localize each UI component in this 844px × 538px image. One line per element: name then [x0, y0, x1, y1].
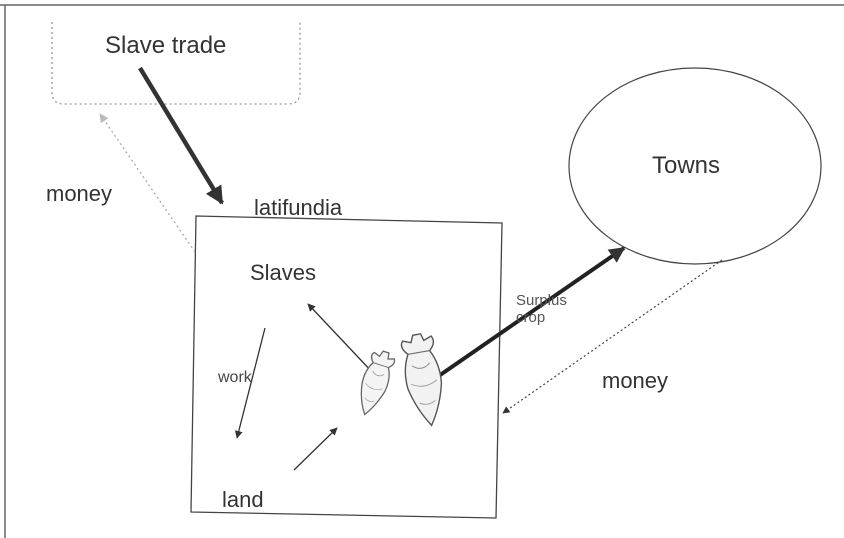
slaves-label: Slaves	[250, 260, 317, 285]
slave-trade-label: Slave trade	[105, 32, 227, 59]
arrow-crop-to-slaves	[307, 303, 375, 375]
latifundia-label: latifundia	[254, 195, 343, 220]
arrow-work	[234, 327, 266, 439]
slave-trade-box	[51, 22, 301, 105]
money-right-label: money	[602, 368, 669, 393]
amphora-icon	[360, 350, 396, 416]
land-label: land	[222, 487, 264, 512]
arrow-slave-trade-to-latifundia	[138, 66, 224, 205]
work-label: work	[218, 369, 252, 386]
money-left-label: money	[46, 181, 113, 206]
surplus-crop-line1: Surplus	[516, 292, 567, 309]
surplus-crop-label: Surplus crop	[516, 292, 567, 326]
latifundia-box	[190, 215, 503, 519]
towns-label: Towns	[652, 152, 721, 179]
amphora-icon	[400, 333, 443, 427]
arrow-surplus-crop-to-towns	[428, 246, 626, 384]
arrow-land-to-crop	[293, 427, 338, 471]
surplus-crop-line2: crop	[516, 308, 546, 326]
towns-ellipse	[568, 67, 822, 265]
